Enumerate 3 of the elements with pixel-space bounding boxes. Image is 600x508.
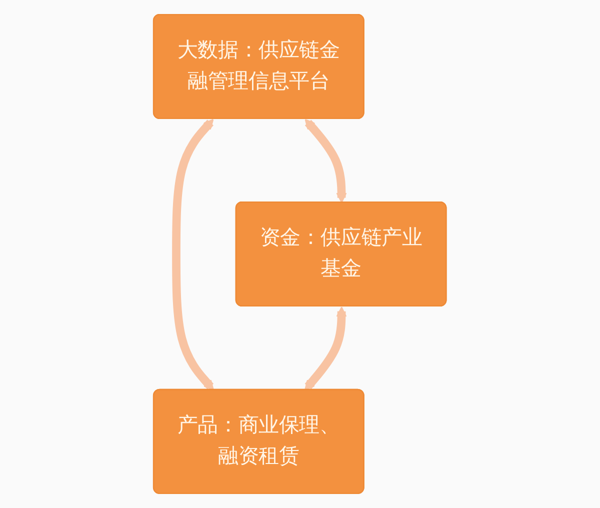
arrow	[304, 118, 347, 204]
arrow	[172, 118, 214, 391]
arrow	[304, 306, 347, 391]
